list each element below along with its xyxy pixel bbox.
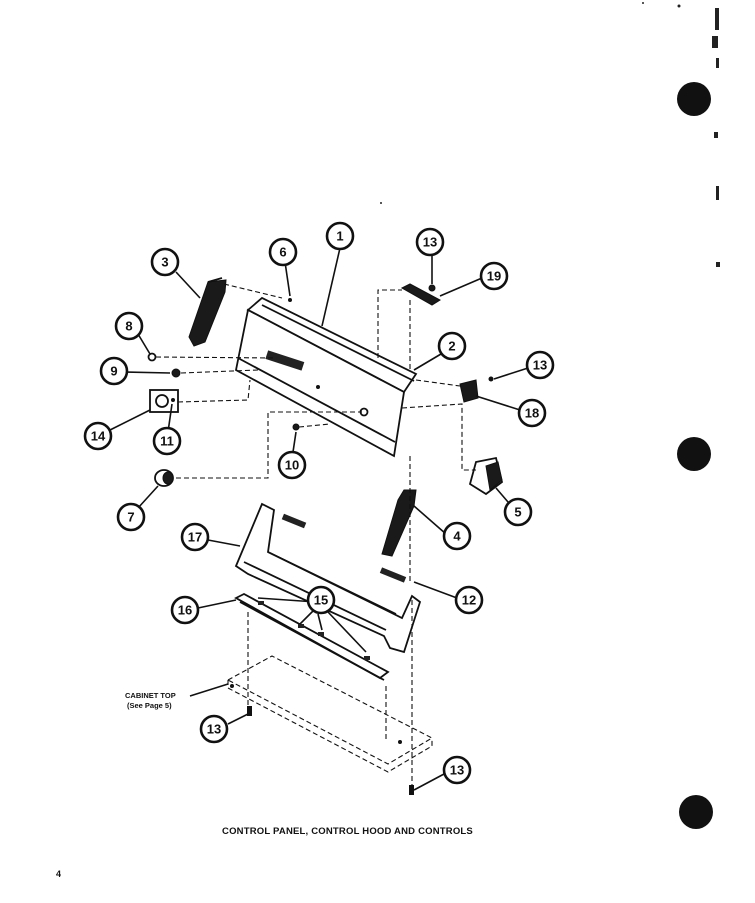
right-end-cap xyxy=(381,489,417,557)
callout-13-top: 13 xyxy=(415,227,445,257)
control-hood xyxy=(234,502,422,654)
callout-8: 8 xyxy=(114,311,144,341)
left-end-cap xyxy=(188,277,227,347)
svg-text:12: 12 xyxy=(462,593,476,608)
page-number: 4 xyxy=(56,869,62,879)
control-panel xyxy=(234,296,418,458)
callout-9: 9 xyxy=(99,356,129,386)
switch-bracket xyxy=(459,376,494,403)
svg-text:2: 2 xyxy=(448,339,455,354)
cabinet-top-outline xyxy=(226,655,434,773)
svg-text:8: 8 xyxy=(125,319,132,334)
callout-1: 1 xyxy=(325,221,355,251)
svg-text:11: 11 xyxy=(160,434,174,449)
callout-16: 16 xyxy=(170,595,200,625)
svg-text:7: 7 xyxy=(127,510,134,525)
scan-edge-marks xyxy=(380,2,720,267)
svg-text:4: 4 xyxy=(453,529,461,544)
diagram-caption: CONTROL PANEL, CONTROL HOOD AND CONTROLS xyxy=(222,826,473,837)
svg-text:13: 13 xyxy=(207,722,221,737)
knob-8 xyxy=(147,352,157,362)
binder-hole-middle xyxy=(677,437,711,471)
trim-strip xyxy=(400,283,441,306)
leader-lines xyxy=(109,247,529,791)
cabinet-top-label: CABINET TOP xyxy=(125,691,176,700)
callout-4: 4 xyxy=(442,521,472,551)
callout-13-left-bottom: 13 xyxy=(199,714,229,744)
svg-text:10: 10 xyxy=(285,458,299,473)
svg-text:19: 19 xyxy=(487,269,501,284)
callout-12: 12 xyxy=(454,585,484,615)
timer xyxy=(468,456,504,496)
mounting-rail xyxy=(234,592,390,681)
svg-text:5: 5 xyxy=(514,505,521,520)
svg-text:1: 1 xyxy=(336,229,343,244)
svg-text:6: 6 xyxy=(279,245,286,260)
assembly-lines xyxy=(155,283,476,790)
callout-5: 5 xyxy=(503,497,533,527)
binder-hole-top xyxy=(677,82,711,116)
svg-text:13: 13 xyxy=(533,358,547,373)
selector-switch xyxy=(149,389,179,413)
binder-hole-bottom xyxy=(679,795,713,829)
cabinet-top-reference: (See Page 5) xyxy=(127,701,172,710)
callout-7: 7 xyxy=(116,502,146,532)
svg-text:13: 13 xyxy=(423,235,437,250)
callout-2: 2 xyxy=(437,331,467,361)
callout-19: 19 xyxy=(479,261,509,291)
control-knob xyxy=(154,469,174,487)
callout-6: 6 xyxy=(268,237,298,267)
callout-10: 10 xyxy=(277,450,307,480)
screw-10 xyxy=(292,423,300,431)
svg-text:18: 18 xyxy=(525,406,539,421)
callout-14: 14 xyxy=(83,421,113,451)
callout-18: 18 xyxy=(517,398,547,428)
cabinet-screws xyxy=(247,706,414,795)
svg-text:15: 15 xyxy=(314,593,328,608)
svg-text:13: 13 xyxy=(450,763,464,778)
svg-text:14: 14 xyxy=(91,429,106,444)
svg-text:3: 3 xyxy=(161,255,168,270)
svg-text:16: 16 xyxy=(178,603,192,618)
knob-9 xyxy=(171,368,181,378)
svg-text:9: 9 xyxy=(110,364,117,379)
callout-13-right: 13 xyxy=(525,350,555,380)
callout-15: 15 xyxy=(306,585,336,615)
callout-17: 17 xyxy=(180,522,210,552)
callout-3: 3 xyxy=(150,247,180,277)
callout-13-right-bottom: 13 xyxy=(442,755,472,785)
svg-text:17: 17 xyxy=(188,530,202,545)
callout-11: 11 xyxy=(152,426,182,456)
